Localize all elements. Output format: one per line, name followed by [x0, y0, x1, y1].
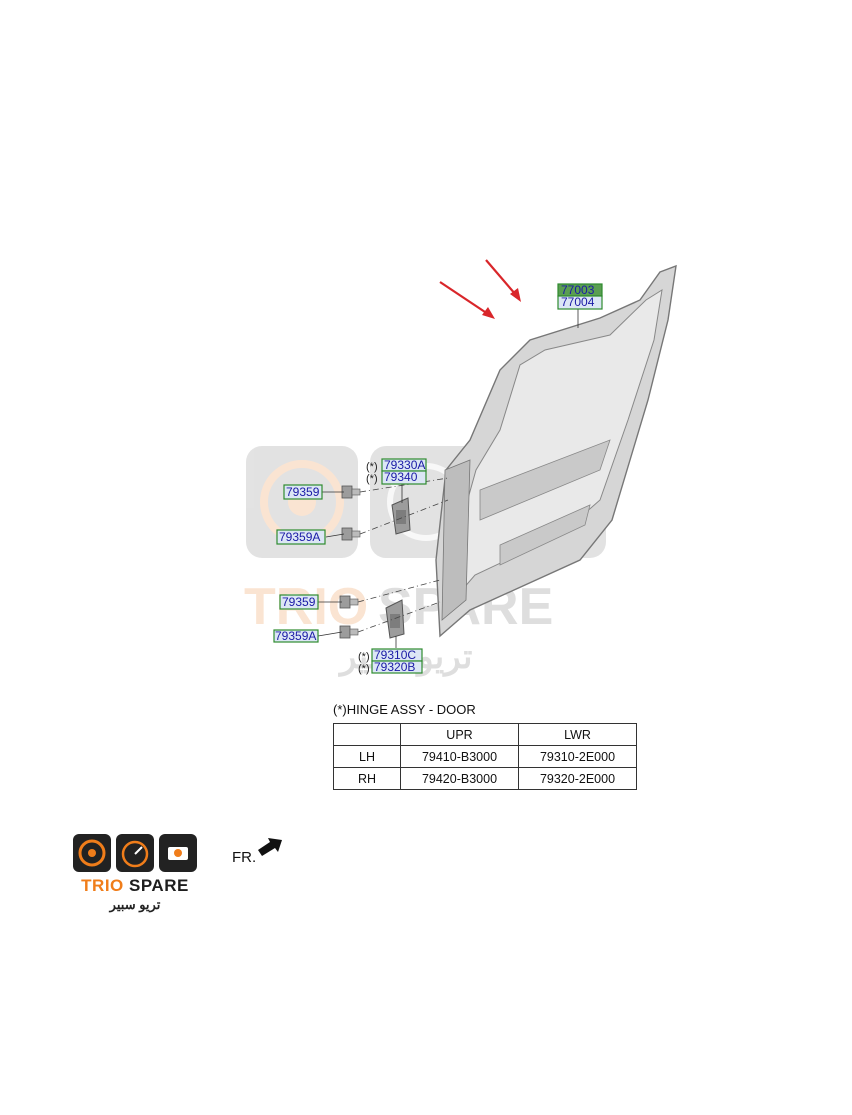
table-header: UPR [400, 723, 519, 746]
red-arrows [439, 259, 521, 319]
table-cell: RH [333, 767, 401, 790]
table-header-row: UPR LWR [333, 723, 637, 746]
table-cell: 79310-2E000 [518, 745, 637, 768]
part-label-79359-upper: 79359 [283, 484, 323, 500]
logo-brand-text: TRIO SPARE [73, 876, 197, 896]
svg-text:79359A: 79359A [279, 530, 320, 544]
logo-brand-left: TRIO [81, 876, 124, 895]
table-header: LWR [518, 723, 637, 746]
svg-text:79359: 79359 [286, 485, 320, 499]
svg-text:79330A: 79330A [384, 458, 425, 472]
svg-text:79320B: 79320B [374, 660, 415, 674]
front-direction-label: FR. [232, 849, 257, 866]
table-cell: 79320-2E000 [518, 767, 637, 790]
table-cell: 79420-B3000 [400, 767, 519, 790]
svg-text:77003: 77003 [561, 283, 595, 297]
speaker-icon [73, 834, 111, 872]
part-label-79310c: 79310C [371, 648, 423, 662]
gauge-icon [116, 834, 154, 872]
table-row: LH 79410-B3000 79310-2E000 [333, 745, 637, 768]
assembly-lines [357, 477, 449, 633]
rear-door-panel [435, 264, 677, 638]
part-label-79340: 79340 [381, 470, 427, 485]
asterisk-marker: (*) [366, 461, 378, 473]
engine-icon [159, 834, 197, 872]
table-header [333, 723, 401, 746]
part-label-79359-lower: 79359 [279, 594, 319, 610]
upper-hinge [391, 497, 411, 535]
part-label-79359a-lower: 79359A [273, 629, 319, 643]
svg-text:79340: 79340 [384, 470, 418, 484]
svg-text:79359A: 79359A [275, 629, 316, 643]
table-row: RH 79420-B3000 79320-2E000 [333, 767, 637, 790]
part-label-77003: 77003 [557, 283, 603, 297]
asterisk-marker: (*) [358, 651, 370, 663]
hinge-table-title: (*)HINGE ASSY - DOOR [333, 702, 476, 717]
asterisk-marker: (*) [366, 473, 378, 485]
front-direction-arrow-icon [258, 838, 282, 856]
svg-text:79359: 79359 [282, 595, 316, 609]
table-cell: 79410-B3000 [400, 745, 519, 768]
hinge-parts-table: UPR LWR LH 79410-B3000 79310-2E000 RH 79… [333, 723, 637, 790]
part-label-79320b: 79320B [371, 660, 423, 674]
asterisk-marker: (*) [358, 663, 370, 675]
part-label-79359a-upper: 79359A [276, 529, 326, 545]
lower-hinge [385, 599, 405, 639]
svg-text:77004: 77004 [561, 295, 595, 309]
logo-arabic-text: تريو سبير [109, 897, 161, 912]
part-label-77004: 77004 [557, 295, 603, 310]
logo-brand-right: SPARE [129, 876, 189, 895]
trio-spare-logo: TRIO SPARE تريو سبير [73, 834, 197, 914]
svg-text:79310C: 79310C [374, 648, 416, 662]
table-cell: LH [333, 745, 401, 768]
leader-lines [317, 309, 579, 648]
